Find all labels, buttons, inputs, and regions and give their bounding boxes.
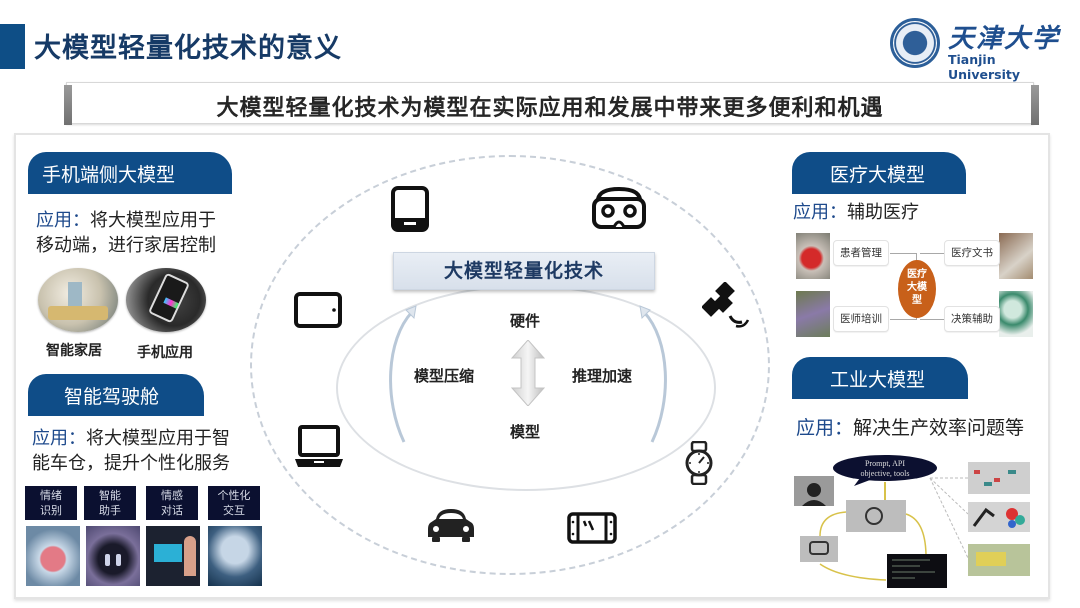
left-cycle-arrow-icon (389, 305, 417, 443)
right-cycle-arrow-icon (639, 305, 667, 443)
model-compression-label: 模型压缩 (414, 367, 475, 385)
feature-line-2: 交互 (223, 504, 245, 517)
personalized-interaction-photo (208, 526, 262, 586)
svg-text:Prompt, API: Prompt, API (865, 459, 905, 468)
feature-line-1: 智能 (99, 489, 121, 502)
core-technology-title: 大模型轻量化技术 (393, 252, 655, 290)
inference-acceleration-label: 推理加速 (572, 367, 633, 385)
tab-label: 工业大模型 (830, 368, 926, 391)
medical-application-text: 应用：辅助医疗 (793, 200, 919, 225)
node-medical-documents: 医疗文书 (944, 240, 1000, 266)
app-line-1: 将大模型应用于智 (86, 428, 230, 449)
node-doctor-training: 医师培训 (833, 306, 889, 332)
phone-icon (391, 186, 429, 232)
feature-smart-assistant: 智能助手 (84, 486, 136, 520)
app-line-1: 将大模型应用于 (90, 210, 216, 231)
emotion-recognition-photo (26, 526, 80, 586)
medical-llm-center-node: 医疗 大模 型 (898, 260, 936, 318)
logo-chinese-name: 天津大学 (948, 24, 1061, 54)
app-text: 辅助医疗 (847, 202, 919, 223)
app-line-2: 能车仓，提升个性化服务 (32, 453, 230, 474)
smart-assistant-photo (86, 526, 140, 586)
feature-line-2: 识别 (40, 504, 62, 517)
tab-medical-llm: 医疗大模型 (792, 152, 966, 194)
feature-personalized-interaction: 个性化交互 (208, 486, 260, 520)
laptop-icon (295, 425, 343, 467)
car-icon (428, 509, 474, 542)
tab-mobile-llm: 手机端侧大模型 (28, 152, 232, 194)
connector-line (920, 253, 944, 254)
feature-line-1: 情绪 (40, 489, 62, 502)
connector-line (890, 253, 916, 254)
mobile-application-text: 应用：将大模型应用于 移动端，进行家居控制 (36, 208, 216, 258)
tab-industrial-llm: 工业大模型 (792, 357, 968, 399)
patient-management-photo (796, 233, 830, 279)
feature-line-1: 个性化 (217, 489, 251, 502)
app-text: 解决生产效率问题等 (853, 417, 1025, 439)
subtitle-banner: 大模型轻量化技术为模型在实际应用和发展中带来更多便利和机遇 (64, 82, 1039, 125)
app-prefix: 应用： (32, 428, 86, 449)
app-prefix: 应用： (796, 417, 854, 439)
tab-label: 手机端侧大模型 (42, 163, 176, 186)
medical-documents-photo (999, 233, 1033, 279)
feature-emotional-dialogue: 情感对话 (146, 486, 198, 520)
industrial-workflow-diagram: Prompt, API objective, tools (794, 455, 1030, 588)
page-title: 大模型轻量化技术的意义 (34, 33, 342, 64)
center-line-3: 型 (912, 295, 922, 306)
smart-home-photo (38, 268, 118, 332)
tablet-icon (294, 292, 342, 328)
tab-label: 智能驾驶舱 (64, 385, 160, 408)
connector-line (890, 319, 916, 320)
tab-label: 医疗大模型 (830, 163, 926, 186)
hardware-label: 硬件 (510, 312, 541, 330)
center-line-1: 医疗 (907, 269, 927, 280)
node-decision-support: 决策辅助 (944, 306, 1000, 332)
phone-app-photo (126, 268, 206, 332)
feature-line-2: 助手 (99, 504, 121, 517)
svg-text:objective, tools: objective, tools (861, 469, 910, 478)
tab-smart-cockpit: 智能驾驶舱 (28, 374, 204, 416)
node-patient-management: 患者管理 (833, 240, 889, 266)
app-prefix: 应用： (36, 210, 90, 231)
image-label-smart-home: 智能家居 (46, 343, 102, 359)
title-accent-bar (0, 24, 25, 69)
doctor-training-photo (796, 291, 830, 337)
game-console-icon (567, 512, 617, 544)
feature-line-1: 情感 (161, 489, 183, 502)
model-label: 模型 (510, 423, 541, 441)
feature-line-2: 对话 (161, 504, 183, 517)
smartwatch-icon (685, 441, 713, 485)
industrial-application-text: 应用：解决生产效率问题等 (796, 416, 1024, 441)
emotional-dialogue-photo (146, 526, 200, 586)
logo-english-name: Tianjin University (948, 52, 1020, 82)
app-line-2: 移动端，进行家居控制 (36, 235, 216, 256)
university-seal-icon (890, 18, 940, 68)
satellite-icon (702, 282, 750, 328)
device-ring (250, 155, 770, 575)
connector-line (916, 253, 917, 263)
feature-emotion-recognition: 情绪识别 (25, 486, 77, 520)
bidirectional-arrow-icon (510, 340, 546, 406)
center-line-2: 大模 (907, 282, 927, 293)
cockpit-application-text: 应用：将大模型应用于智 能车仓，提升个性化服务 (32, 426, 230, 476)
university-logo: 天津大学 Tianjin University (890, 16, 1070, 82)
image-label-phone-app: 手机应用 (137, 345, 193, 361)
banner-text: 大模型轻量化技术为模型在实际应用和发展中带来更多便利和机遇 (216, 96, 884, 121)
vr-headset-icon (592, 187, 646, 229)
connector-line (920, 319, 944, 320)
decision-support-photo (999, 291, 1033, 337)
app-prefix: 应用： (793, 202, 847, 223)
